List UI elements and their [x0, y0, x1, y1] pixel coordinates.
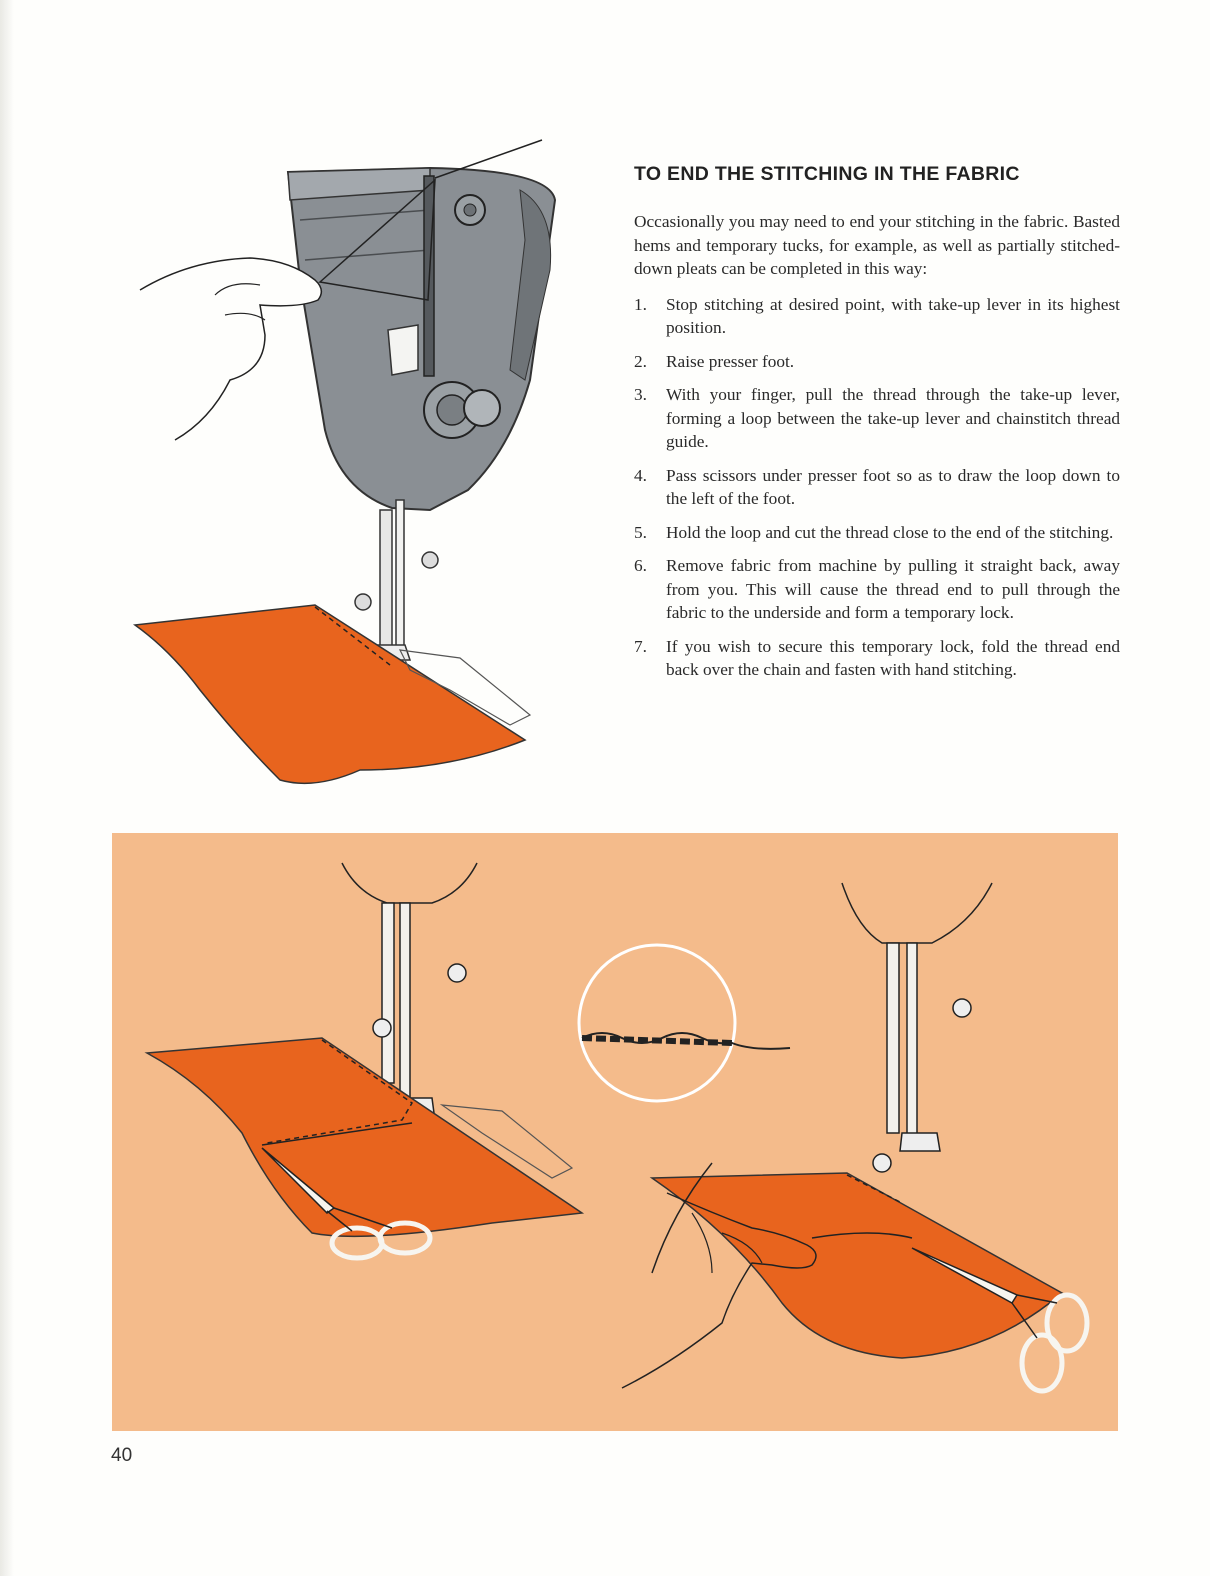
step-text: With your finger, pull the thread throug… [666, 385, 1120, 451]
step-item: 2. Raise presser foot. [634, 350, 1120, 374]
instruction-text: TO END THE STITCHING IN THE FABRIC Occas… [634, 163, 1120, 692]
hand [139, 257, 323, 441]
page-edge-shadow [0, 0, 14, 1576]
step-text: If you wish to secure this temporary loc… [666, 636, 1120, 680]
step-text: Hold the loop and cut the thread close t… [666, 522, 1114, 542]
cutting-thread-illustration-panel [112, 833, 1118, 1431]
step-item: 3. With your finger, pull the thread thro… [634, 383, 1120, 454]
hand [621, 1162, 817, 1389]
page-number: 40 [111, 1445, 133, 1466]
fabric-piece [132, 604, 527, 785]
section-heading: TO END THE STITCHING IN THE FABRIC [634, 163, 1020, 185]
step-text: Remove fabric from machine by pulling it… [666, 556, 1120, 622]
step-number: 7. [634, 636, 647, 656]
left-fabric [144, 1037, 585, 1238]
right-fabric [649, 1172, 1064, 1359]
machine-threading-illustration [132, 139, 557, 785]
step-text: Pass scissors under presser foot so as t… [666, 465, 1120, 509]
step-item: 7. If you wish to secure this temporary l… [634, 635, 1120, 682]
cutting-thread-illustration [144, 862, 1090, 1394]
step-text: Stop stitching at desired point, with ta… [666, 294, 1120, 338]
step-item: 5. Hold the loop and cut the thread close… [634, 521, 1120, 545]
step-item: 6. Remove fabric from machine by pulling … [634, 554, 1120, 625]
chain-stitch-detail-circle [577, 943, 791, 1103]
step-number: 5. [634, 522, 647, 542]
step-number: 2. [634, 351, 647, 371]
right-presser-foot [841, 882, 993, 1173]
step-number: 4. [634, 465, 647, 485]
intro-paragraph: Occasionally you may need to end your st… [634, 212, 1120, 278]
left-scissors-icon [261, 1147, 433, 1261]
steps-list: 1. Stop stitching at desired point, with … [634, 293, 1120, 682]
step-number: 1. [634, 294, 647, 314]
step-text: Raise presser foot. [666, 351, 795, 371]
step-item: 4. Pass scissors under presser foot so as… [634, 464, 1120, 511]
right-scissors-icon [911, 1247, 1090, 1394]
step-item: 1. Stop stitching at desired point, with … [634, 293, 1120, 340]
step-number: 3. [634, 385, 647, 404]
step-number: 6. [634, 556, 647, 575]
